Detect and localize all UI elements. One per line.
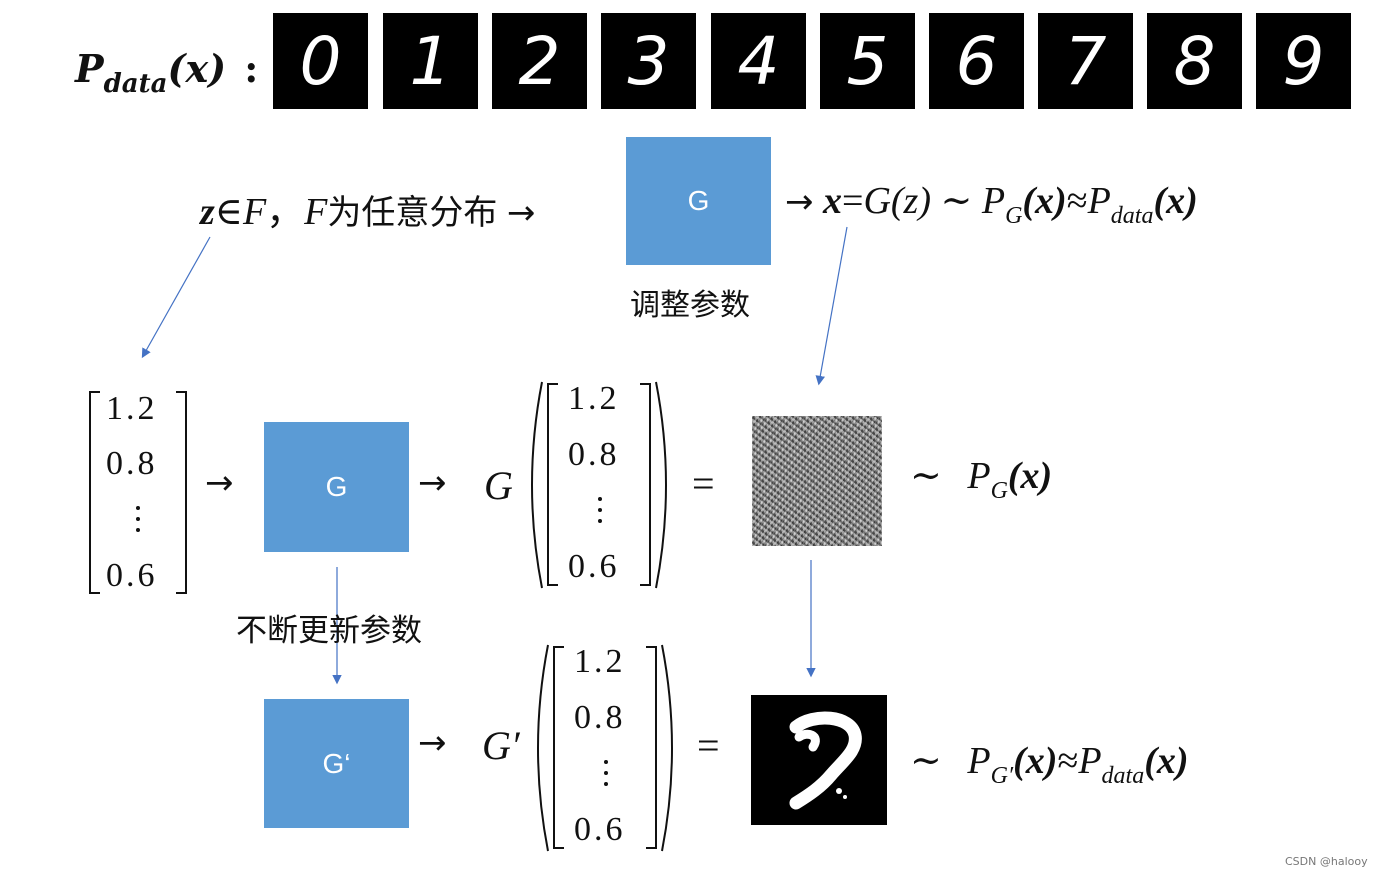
- generator-box-updated: G‘: [264, 699, 409, 828]
- generated-digit-image: [751, 695, 887, 825]
- bottom-distribution: ∼ PG′(x)≈Pdata(x): [910, 740, 1189, 789]
- pdata-label: Pdata(x) :: [75, 46, 259, 99]
- digit-image-2: 2: [492, 13, 587, 109]
- generator-box-top: G: [626, 137, 771, 265]
- digit-image-7: 7: [1038, 13, 1133, 109]
- generator-box-middle: G: [264, 422, 409, 552]
- latent-vector-bottom: 1.2 0.8 0.6: [526, 643, 684, 853]
- equals-middle: =: [692, 461, 715, 506]
- digit-image-8: 8: [1147, 13, 1242, 109]
- update-params-label: 不断更新参数: [236, 613, 422, 649]
- arrow-g-to-output: →: [418, 463, 447, 503]
- digit-image-4: 4: [711, 13, 806, 109]
- noise-source-text: z∈F，F为任意分布 →: [200, 189, 536, 233]
- digit-image-6: 6: [929, 13, 1024, 109]
- arrow-x-to-noise: [815, 226, 848, 386]
- watermark: CSDN @halooy: [1285, 855, 1368, 868]
- digit-image-0: 0: [273, 13, 368, 109]
- latent-vector-middle: 1.2 0.8 0.6: [520, 380, 678, 590]
- digit-image-1: 1: [383, 13, 478, 109]
- arrow-vector-to-g: →: [205, 463, 234, 503]
- adjust-params-label: 调整参数: [630, 288, 750, 323]
- arrow-gprime-to-output: →: [418, 723, 447, 763]
- top-formula: → x=G(z) ∼ PG(x)≈Pdata(x): [785, 180, 1198, 229]
- noise-image: [752, 416, 882, 546]
- equals-bottom: =: [697, 723, 720, 768]
- middle-distribution: ∼ PG(x): [910, 455, 1053, 504]
- digit-image-9: 9: [1256, 13, 1351, 109]
- arrow-z-to-vector: [141, 236, 211, 359]
- latent-vector-left: 1.2 0.8 0.6: [88, 390, 188, 595]
- digit-image-3: 3: [601, 13, 696, 109]
- digit-image-5: 5: [820, 13, 915, 109]
- gprime-function-label: G′: [482, 723, 520, 768]
- g-function-label: G: [484, 463, 513, 508]
